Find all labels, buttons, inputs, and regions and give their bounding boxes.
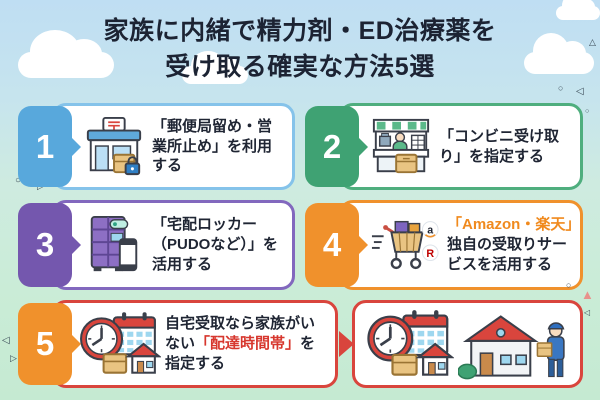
card-body: 「宅配ロッカー（PUDOなど）」を活用する — [52, 200, 295, 290]
card-parcel-locker: 「宅配ロッカー（PUDOなど）」を活用する 3 — [18, 200, 295, 290]
convenience-store-icon — [370, 116, 432, 178]
decor-shape-icon: ◁ — [584, 308, 591, 317]
svg-text:R: R — [426, 248, 434, 260]
card-label-post: を指定する — [165, 335, 316, 372]
decor-shape-icon: ▷ — [10, 353, 17, 363]
card-convenience-store: 「コンビニ受け取り」を指定する 2 — [305, 103, 583, 190]
cloud — [556, 0, 600, 20]
cloud — [524, 33, 594, 74]
decor-shape-icon: ▲ — [581, 287, 594, 302]
card-label: 自宅受取なら家族がいない「配達時間帯」を指定する — [165, 314, 329, 373]
card-label: 「Amazon・楽天」独自の受取りサービスを活用する — [447, 215, 580, 274]
card-post-office: 「郵便局留め・営業所止め」を利用する 1 — [18, 103, 295, 190]
decor-shape-icon: ○ — [566, 280, 572, 290]
svg-text:a: a — [427, 224, 434, 236]
card-delivery-time: 自宅受取なら家族がいない「配達時間帯」を指定する 5 — [18, 300, 354, 388]
card-number-badge: 4 — [305, 203, 359, 287]
card-number: 5 — [35, 325, 55, 362]
card-label: 「郵便局留め・営業所止め」を利用する — [152, 117, 273, 175]
card-label-highlight: 「Amazon・楽天」 — [447, 216, 581, 234]
card-label: 「コンビニ受け取り」を指定する — [439, 127, 560, 165]
shopping-cart-icon: a R — [370, 216, 440, 274]
decor-shape-icon: ○ — [558, 83, 564, 93]
decor-shape-icon: △ — [589, 37, 596, 47]
decor-shape-icon: ○ — [585, 108, 590, 115]
card-number: 4 — [322, 226, 342, 263]
card-label-rest: 独自の受取りサービスを活用する — [447, 236, 568, 273]
result-panel — [352, 300, 583, 388]
card-body: 「コンビニ受け取り」を指定する — [339, 103, 583, 190]
decor-shape-icon: ◁ — [2, 335, 10, 346]
card-number-badge: 5 — [18, 303, 72, 385]
card-label-highlight: 「配達時間帯」 — [195, 335, 301, 353]
card-number-badge: 1 — [18, 106, 72, 187]
card-body: 自宅受取なら家族がいない「配達時間帯」を指定する — [52, 300, 338, 388]
card-number: 3 — [35, 226, 55, 263]
clock-calendar-icon — [79, 311, 161, 377]
card-number-badge: 2 — [305, 106, 359, 187]
decor-shape-icon: ◁ — [576, 86, 584, 97]
page-title: 家族に内緒で精力剤・ED治療薬を 受け取る確実な方法5選 — [0, 14, 600, 85]
card-number: 1 — [35, 127, 55, 165]
card-body: a R 「Amazon・楽天」独自の受取りサービスを活用する — [339, 200, 583, 290]
post-office-icon — [83, 116, 145, 178]
arrow-right-icon — [339, 331, 354, 357]
title-line-1: 家族に内緒で精力剤・ED治療薬を — [103, 17, 497, 45]
parcel-locker-icon — [83, 214, 145, 276]
card-number: 2 — [322, 127, 342, 165]
card-amazon-rakuten: a R 「Amazon・楽天」独自の受取りサービスを活用する 4 — [305, 200, 583, 290]
card-label: 「宅配ロッカー（PUDOなど）」を活用する — [152, 216, 278, 273]
decor-shape-icon: ○ — [15, 175, 22, 186]
cloud — [182, 50, 248, 84]
card-body: 「郵便局留め・営業所止め」を利用する — [52, 103, 295, 190]
card-label-pre: 自宅受取なら家族がいない — [165, 315, 316, 353]
title-line-2: 受け取る確実な方法5選 — [165, 52, 435, 81]
cloud — [18, 29, 114, 78]
house-delivery-icon — [457, 308, 570, 380]
clock-calendar-house-icon — [366, 309, 454, 379]
card-number-badge: 3 — [18, 203, 72, 287]
